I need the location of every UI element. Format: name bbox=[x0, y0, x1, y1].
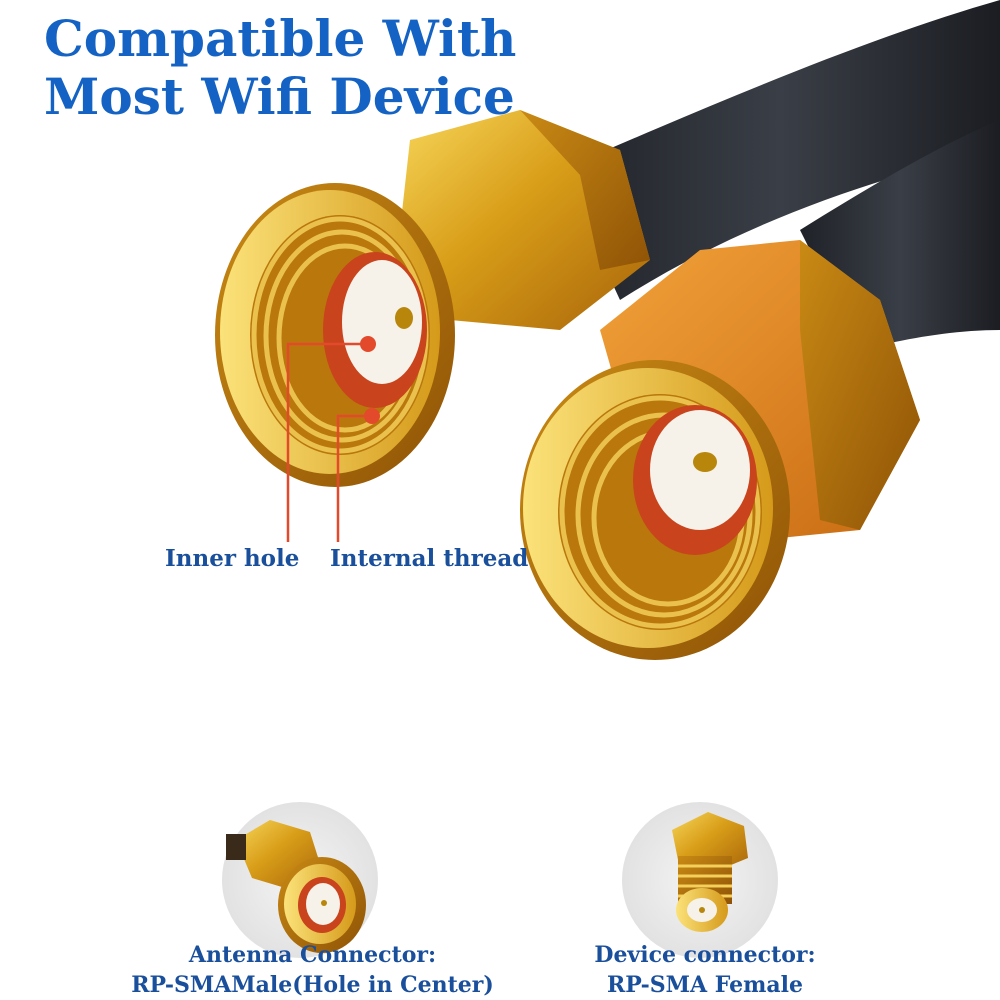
rp-sma-male-connector-left bbox=[215, 110, 650, 487]
device-connector-type: RP-SMA Female bbox=[606, 972, 804, 998]
inner-hole-marker bbox=[360, 336, 376, 352]
headline-line-1: Compatible With bbox=[44, 9, 517, 68]
inner-hole-label: Inner hole bbox=[165, 545, 300, 572]
internal-thread-marker bbox=[364, 408, 380, 424]
device-connector-caption: Device connector: RP-SMA Female bbox=[560, 940, 850, 1000]
device-connector-thumbnail bbox=[622, 802, 778, 958]
rp-sma-male-connector-right bbox=[520, 240, 920, 660]
antenna-connector-type: RP-SMAMale(Hole in Center) bbox=[131, 972, 494, 998]
antenna-connector-thumbnail bbox=[222, 802, 378, 958]
internal-thread-label: Internal thread bbox=[330, 545, 529, 572]
headline-line-2: Most Wifi Device bbox=[44, 67, 515, 126]
callout-pointers bbox=[286, 336, 380, 542]
antenna-connector-caption: Antenna Connector: RP-SMAMale(Hole in Ce… bbox=[130, 940, 495, 1000]
device-connector-title: Device connector: bbox=[594, 942, 816, 968]
headline: Compatible With Most Wifi Device bbox=[44, 10, 516, 126]
antenna-connector-title: Antenna Connector: bbox=[188, 942, 437, 968]
